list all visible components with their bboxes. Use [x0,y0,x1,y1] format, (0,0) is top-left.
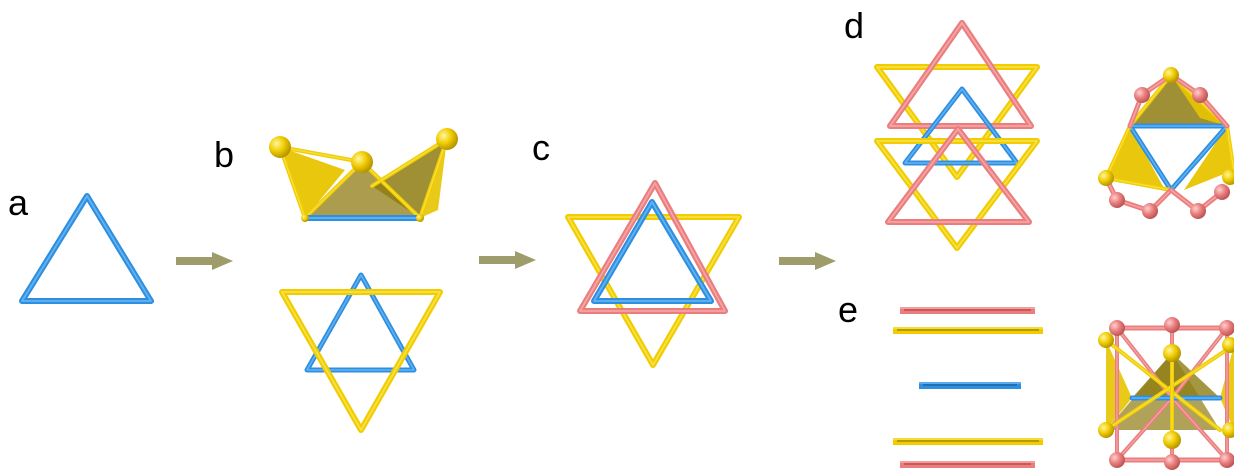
poly-vertex-ball [1219,452,1234,468]
poly-rod [1128,73,1173,128]
poly-rod [1104,176,1173,192]
panel-label-b: b [214,134,234,175]
poly-vertex-ball [1222,422,1234,438]
poly-vertex-ball [1098,422,1114,438]
poly-vertex-ball [1222,337,1234,353]
crown-vertex-ball [436,128,458,150]
poly-vertex-ball [1134,87,1150,103]
poly-vertex-ball [1192,87,1208,103]
panel-b-two-triangles-top-view [279,272,443,433]
yellow-inverted-triangle-rod-bottom [874,138,1040,251]
crown-rod [360,160,422,220]
poly-face-right [1184,126,1234,190]
poly-vertex-ball [1109,452,1125,468]
poly-vertex-ball [1163,67,1179,83]
poly-rod-pink [1170,396,1229,462]
crown-face-center [305,162,420,218]
pink-triangle-rod-bottom [885,126,1032,225]
yellow-inverted-triangle-rod [279,289,443,433]
panel-a-blue-triangle [19,193,154,304]
pink-layer-side [900,307,1035,314]
poly-vertex-ball [1214,184,1230,200]
crown-rod [278,145,307,220]
poly-vertex-ball [1109,320,1125,336]
poly-vertex-ball [1219,320,1234,336]
panel-b-crown-side-view [269,128,458,222]
blue-triangle-rod [591,199,714,304]
yellow-inverted-triangle-rod-top [874,64,1040,180]
yellow-inverted-triangle-rod [565,214,742,368]
panel-e-layer-side-view [893,307,1043,468]
panel-label-a: a [8,182,29,223]
panel-label-c: c [532,127,550,168]
poly-rod-pink [1170,326,1229,400]
poly-vertex-ball [1163,431,1181,449]
blue-triangle-rod [902,86,1020,166]
panel-label-d: d [844,5,864,46]
poly-vertex-ball [1164,454,1180,470]
crown-base-ball [416,214,424,222]
pink-triangle-rod [577,180,728,314]
process-arrows [176,251,836,270]
panel-label-e: e [838,289,858,330]
crown-rod [303,160,364,220]
yellow-layer-side [893,438,1043,445]
poly-vertex-ball [1190,203,1206,219]
crown-face-left [280,147,345,218]
poly-vertex-ball [1109,192,1125,208]
right-arrow-icon [779,252,836,270]
crown-rod [370,137,449,188]
pink-layer-side [900,461,1035,468]
crown-vertex-ball [269,136,291,158]
panel-d-exploded-stack [874,20,1040,251]
panel-c-stacked-triangles [565,180,742,368]
poly-rod [1104,338,1222,432]
poly-vertex-ball [1098,170,1114,186]
crown-base-ball [301,214,309,222]
poly-rod-pink [1115,396,1174,462]
crown-rod [278,145,364,164]
poly-rod [1104,124,1132,180]
panel-d-polyhedron [1098,67,1234,219]
blue-triangle-rod [19,193,154,304]
poly-vertex-ball [1142,203,1158,219]
crown-vertex-ball [351,151,373,173]
blue-layer-side [919,382,1021,389]
panel-e-polyhedron-side-view [1098,317,1234,470]
poly-rod [1225,124,1234,174]
blue-triangle-rod [1127,123,1230,193]
poly-vertex-ball [1098,332,1114,348]
crown-face-right [372,139,447,218]
yellow-layer-side [893,327,1043,334]
poly-vertex-ball [1222,169,1234,185]
blue-triangle-rod [304,272,417,373]
right-arrow-icon [176,252,233,270]
crown-rod [418,137,449,220]
poly-face-left [1106,126,1165,190]
poly-vertex-ball [1164,317,1180,333]
right-arrow-icon [479,251,536,269]
pink-triangle-rod-top [887,20,1034,129]
poly-vertex-ball [1163,344,1181,362]
